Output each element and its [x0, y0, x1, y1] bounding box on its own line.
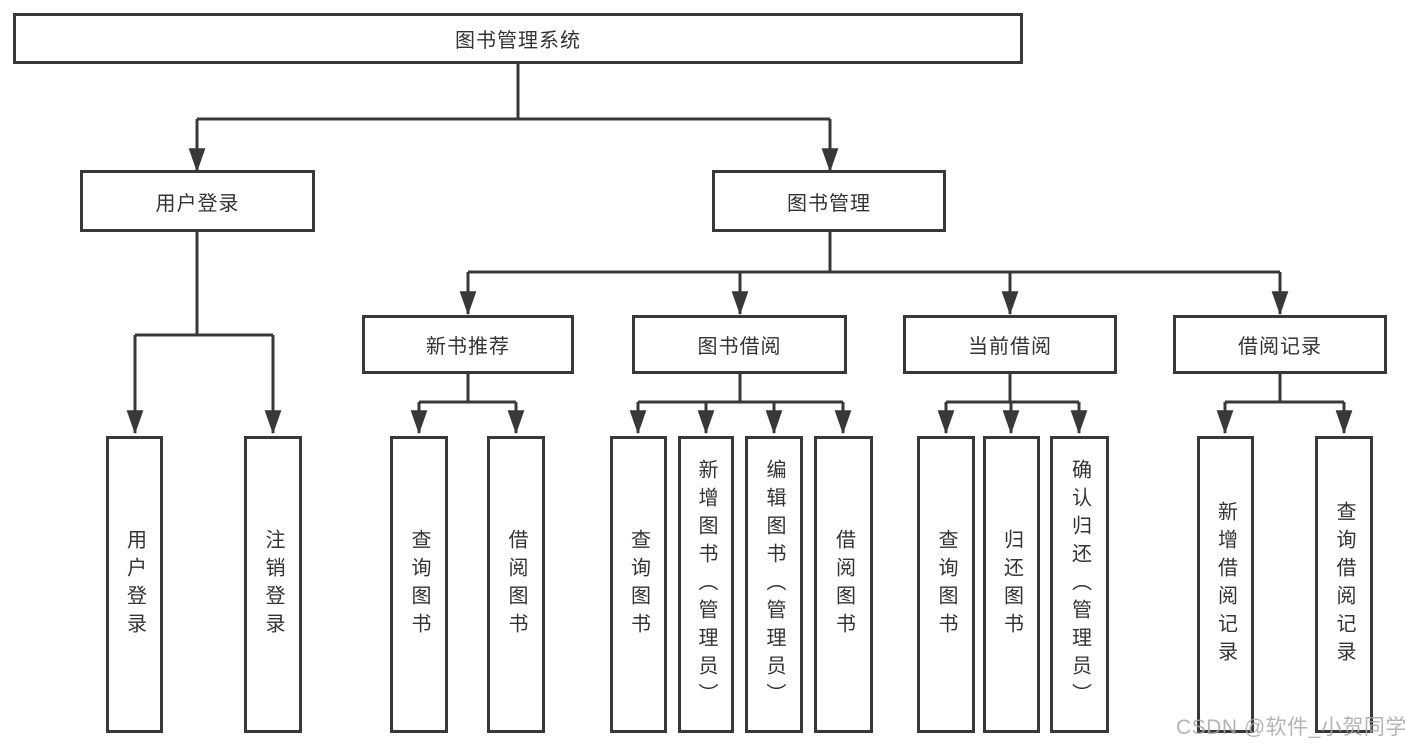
leaf-recommend-borrow-book: 借阅图书: [487, 436, 545, 733]
leaf-logout: 注销登录: [244, 436, 302, 733]
leaf-label: 借阅图书: [505, 528, 527, 641]
node-label: 图书管理系统: [455, 30, 581, 52]
node-book-borrowing: 图书借阅: [632, 315, 847, 374]
leaf-label: 查询图书: [935, 528, 957, 641]
node-label: 图书借阅: [697, 336, 782, 358]
node-label: 新书推荐: [426, 336, 510, 358]
node-current-borrowing: 当前借阅: [903, 315, 1117, 374]
leaf-records-add-borrow-record: 新增借阅记录: [1197, 436, 1254, 733]
leaf-label: 查询图书: [627, 528, 650, 641]
node-label: 当前借阅: [968, 336, 1052, 358]
node-book-management: 图书管理: [712, 170, 946, 232]
node-label: 图书管理: [787, 192, 871, 215]
leaf-label: 注销登录: [262, 528, 284, 641]
leaf-label: 新增借阅记录: [1214, 500, 1237, 669]
leaf-label: 新增图书（管理员）: [695, 458, 717, 711]
node-user-login: 用户登录: [80, 170, 315, 232]
node-new-book-recommend: 新书推荐: [362, 315, 574, 374]
leaf-label: 查询借阅记录: [1333, 500, 1355, 669]
leaf-label: 编辑图书（管理员）: [763, 458, 785, 711]
leaf-current-return-book: 归还图书: [983, 436, 1040, 733]
node-library-management-system: 图书管理系统: [13, 13, 1023, 64]
leaf-label: 确认归还（管理员）: [1068, 458, 1091, 711]
leaf-borrowing-edit-book-admin: 编辑图书（管理员）: [745, 436, 803, 733]
node-borrowing-records: 借阅记录: [1173, 315, 1387, 374]
leaf-records-query-borrow-record: 查询借阅记录: [1315, 436, 1373, 733]
node-label: 用户登录: [155, 192, 240, 215]
leaf-label: 查询图书: [408, 528, 430, 641]
leaf-user-login: 用户登录: [106, 436, 163, 733]
leaf-label: 用户登录: [123, 528, 146, 641]
leaf-borrowing-borrow-book: 借阅图书: [814, 436, 873, 733]
leaf-label: 归还图书: [1000, 528, 1023, 641]
leaf-label: 借阅图书: [832, 528, 855, 641]
csdn-watermark: CSDN @软件_小贺同学: [1176, 716, 1405, 739]
node-label: 借阅记录: [1238, 336, 1322, 358]
leaf-borrowing-query-book: 查询图书: [610, 436, 667, 733]
leaf-current-query-book: 查询图书: [917, 436, 975, 733]
leaf-recommend-query-book: 查询图书: [390, 436, 448, 733]
leaf-borrowing-add-book-admin: 新增图书（管理员）: [678, 436, 734, 733]
leaf-current-confirm-return-admin: 确认归还（管理员）: [1050, 436, 1109, 733]
